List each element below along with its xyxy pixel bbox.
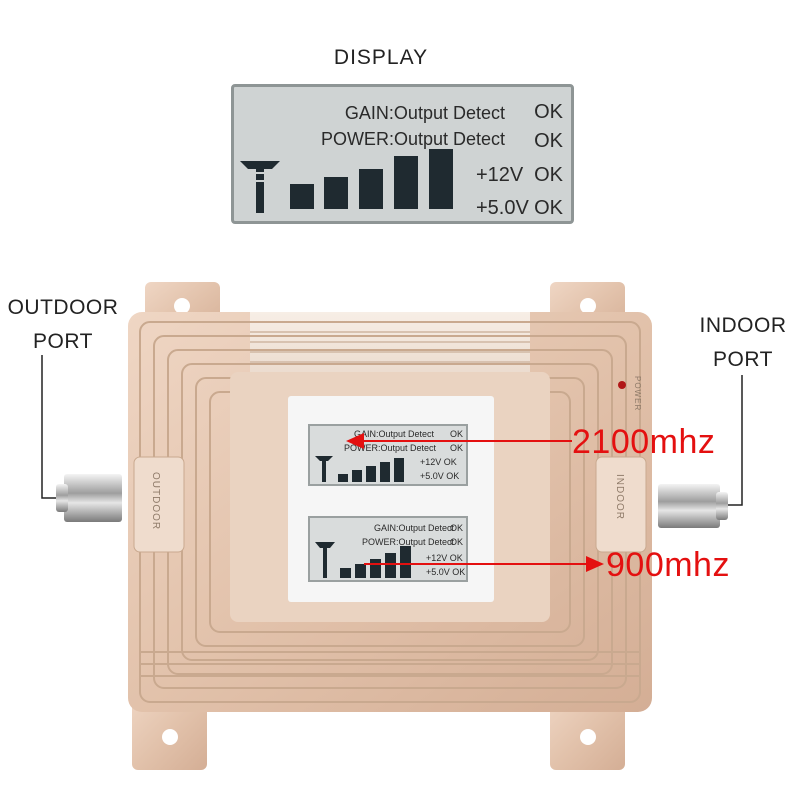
indoor-label-line2: PORT [713,348,773,371]
antenna-icon [240,161,280,213]
signal-bar-5 [429,149,453,209]
signal-bar-4 [394,156,418,209]
signal-bar-1 [290,184,314,209]
upper-12v: +12V OK [420,457,457,467]
lower-power-ok: OK [450,537,464,547]
indoor-port-tip [716,492,728,520]
indoor-tab-label: INDOOR [614,474,625,520]
display-power-status: OK [534,130,563,152]
upper-5v: +5.0V OK [420,471,460,481]
lower-signal-icon [315,542,411,578]
upper-signal-icon [315,456,404,482]
outdoor-port-tip [56,484,68,512]
upper-lcd-screen: GAIN:Output Detect OK POWER:Output Detec… [308,424,468,486]
upper-power-text: POWER:Output Detect [344,443,437,453]
outdoor-label-line1: OUTDOOR [7,296,119,319]
outdoor-port-label: OUTDOOR PORT [0,288,126,362]
lower-12v: +12V OK [426,553,463,563]
display-12v-status: OK [534,164,563,186]
lower-power-text: POWER:Output Detect [362,537,455,547]
lower-lcd-screen: GAIN:Output Detect OK POWER:Output Detec… [308,516,468,582]
upper-power-ok: OK [450,443,464,453]
signal-booster-device: OUTDOOR INDOOR POWER GAIN:Output Detect … [120,282,660,772]
display-12v-label: +12V [476,164,524,186]
display-power-label: POWER:Output Detect [320,129,505,149]
indoor-port-connector [658,484,720,528]
band-label-2100: 2100mhz [572,423,716,461]
signal-bar-2 [324,177,348,209]
display-callout-panel: GAIN:Output Detect OK POWER:Output Detec… [231,84,574,224]
display-gain-label: GAIN:Output Detect [344,103,505,123]
display-title: DISPLAY [333,46,429,69]
outdoor-port-connector [64,474,122,522]
power-tab-label: POWER [633,376,642,412]
lower-gain-text: GAIN:Output Detect [374,523,455,533]
outdoor-label-line2: PORT [33,330,93,353]
indoor-label-line1: INDOOR [699,314,787,337]
signal-bar-3 [359,169,383,209]
display-5v-status: OK [534,197,563,219]
display-5v-label: +5.0V [476,197,529,219]
lower-gain-ok: OK [450,523,464,533]
outdoor-tab-label: OUTDOOR [150,472,161,531]
display-gain-status: OK [534,101,563,123]
upper-gain-text: GAIN:Output Detect [354,429,435,439]
band-label-900: 900mhz [606,546,730,584]
indoor-port-label: INDOOR PORT [688,306,798,380]
lower-5v: +5.0V OK [426,567,466,577]
upper-gain-ok: OK [450,429,464,439]
